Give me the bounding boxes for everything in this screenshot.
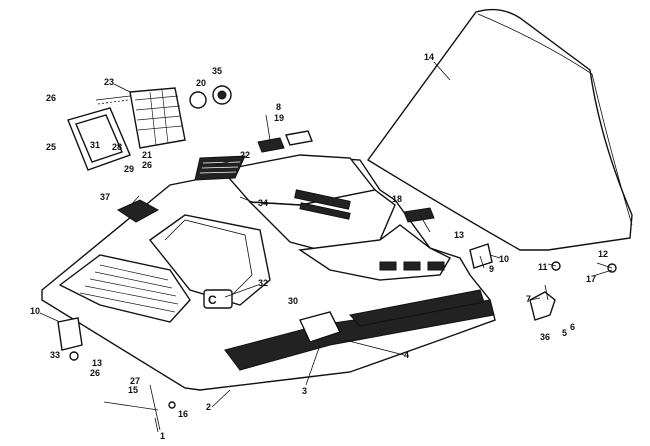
callout-33: 33 — [50, 350, 60, 360]
callout-36: 36 — [540, 332, 550, 342]
callout-7: 7 — [526, 294, 531, 304]
callout-27: 27 — [130, 376, 140, 386]
callout-29: 29 — [124, 164, 134, 174]
callout-14: 14 — [424, 52, 434, 62]
callout-26-top: 26 — [46, 93, 56, 103]
callout-11: 11 — [538, 262, 548, 272]
callout-2: 2 — [206, 402, 211, 412]
callout-12: 12 — [598, 249, 608, 259]
callout-16: 16 — [178, 409, 188, 419]
callout-25: 25 — [46, 142, 56, 152]
callout-13-bottom: 13 — [92, 358, 102, 368]
callout-22: 22 — [240, 150, 250, 160]
callout-30: 30 — [288, 296, 298, 306]
callout-5: 5 — [562, 328, 567, 338]
headlight-assembly — [67, 85, 232, 171]
callout-32: 32 — [258, 278, 268, 288]
callout-34: 34 — [258, 198, 268, 208]
callout-labels: 1 2 3 4 5 6 7 8 9 10 10 11 12 13 13 14 1… — [30, 52, 608, 441]
callout-10-right: 10 — [499, 254, 509, 264]
decal-set — [257, 130, 435, 223]
callout-6: 6 — [570, 322, 575, 332]
callout-21: 21 — [142, 150, 152, 160]
callout-15: 15 — [128, 385, 138, 395]
callout-31: 31 — [90, 140, 100, 150]
leader-lines — [39, 61, 613, 433]
callout-17: 17 — [586, 274, 596, 284]
hood-prop-rod — [103, 384, 176, 431]
callout-8: 8 — [276, 102, 281, 112]
callout-28: 28 — [112, 142, 122, 152]
callout-10-left: 10 — [30, 306, 40, 316]
callout-37: 37 — [100, 192, 110, 202]
callout-35: 35 — [212, 66, 222, 76]
callout-13-top: 13 — [454, 230, 464, 240]
callout-4: 4 — [404, 350, 409, 360]
callout-3: 3 — [302, 386, 307, 396]
windshield — [366, 8, 633, 251]
callout-26-mid: 26 — [142, 160, 152, 170]
callout-20: 20 — [196, 78, 206, 88]
grille — [194, 155, 246, 181]
callout-18: 18 — [392, 194, 402, 204]
callout-19: 19 — [274, 113, 284, 123]
hood-body: C — [41, 154, 496, 391]
callout-9: 9 — [489, 264, 494, 274]
callout-23: 23 — [104, 77, 114, 87]
callout-1: 1 — [160, 431, 165, 441]
callout-26-bottom: 26 — [90, 368, 100, 378]
svg-text:C: C — [208, 293, 217, 307]
